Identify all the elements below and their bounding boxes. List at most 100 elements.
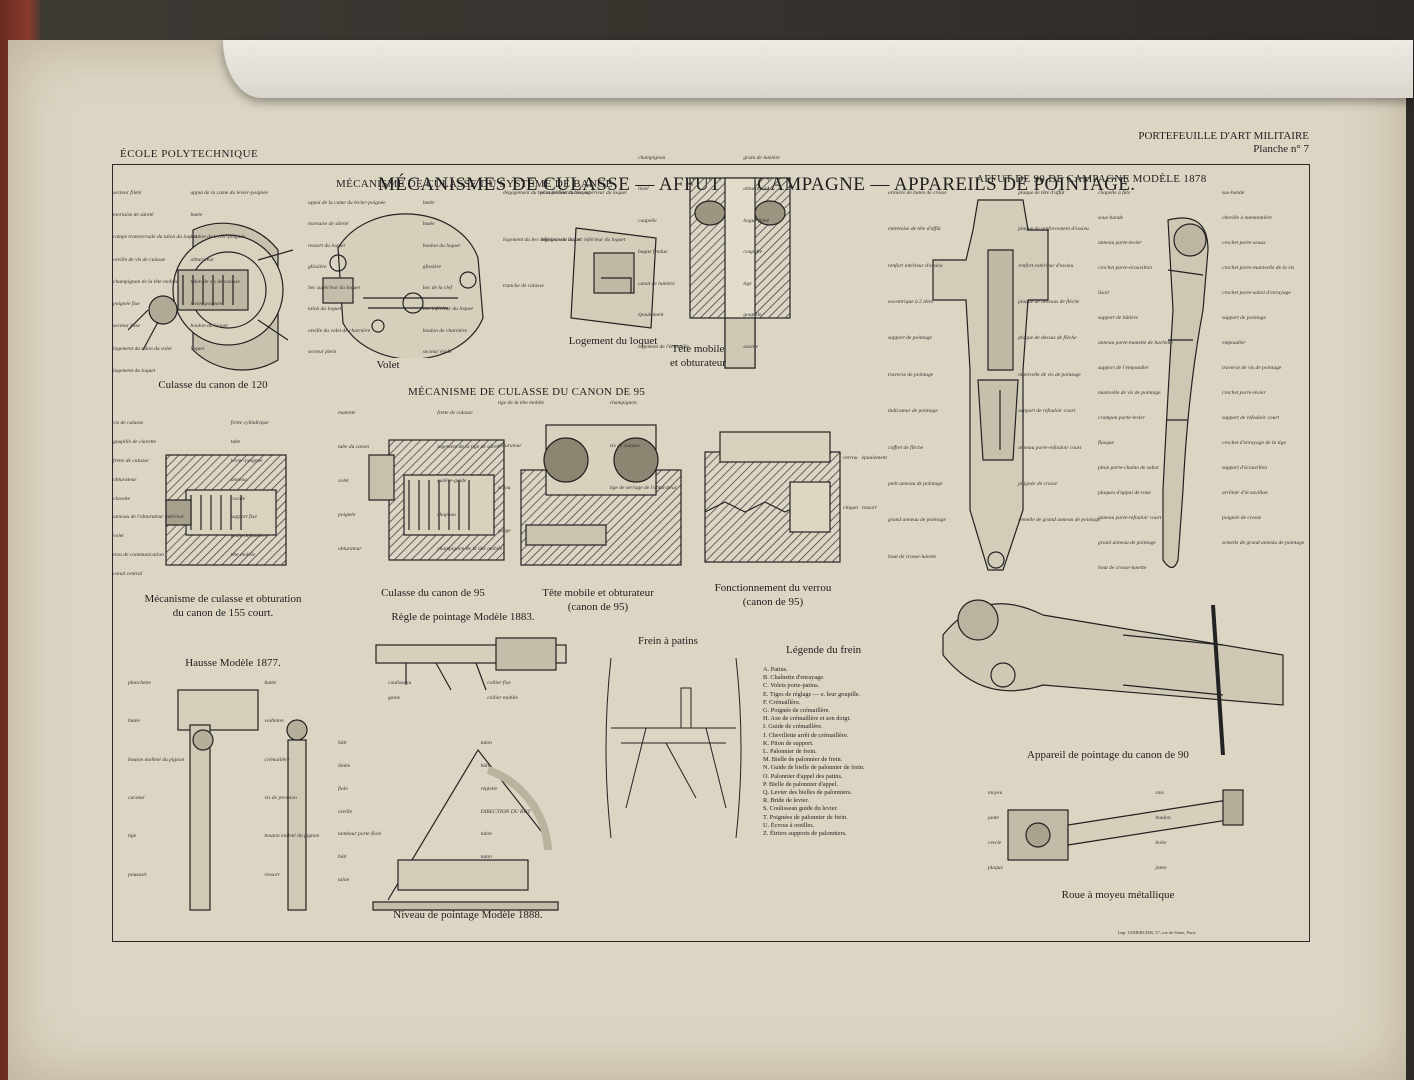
drawing-meca-155	[165, 454, 287, 566]
legend-list: A. Patins. B. Chaînette d'enrayage. C. V…	[763, 666, 943, 838]
caption-verrou: Fonctionnement du verrou (canon de 95)	[714, 582, 832, 608]
callout-label: support de refouloir court	[1222, 415, 1280, 421]
legend-item: I. Guide de crémaillère.	[763, 723, 823, 731]
callout-label: bout de crosse-lunette	[1098, 565, 1147, 571]
callout-label: support de pointage	[888, 335, 932, 342]
callout-label: voilleton	[264, 718, 284, 725]
callout-label: semelle de grand anneau de pointage	[1018, 517, 1101, 524]
callout-label: cheville à mentonnière	[1222, 215, 1272, 221]
callout-label: gaine	[388, 695, 401, 701]
callout-label: canal central	[113, 571, 143, 578]
legend-item: K. Piton de support.	[763, 739, 814, 747]
callout-label: support de refouloir court	[1018, 408, 1076, 415]
callout-label: support fixe	[230, 514, 257, 521]
callout-label: logement du bec inférieur du loquet	[503, 236, 582, 243]
callout-label: arrêtoir d'écouvillon	[1222, 490, 1268, 496]
caption-logement: Logement du loquet	[568, 335, 658, 347]
callout-label: anneau porte-refouloir court	[1018, 444, 1082, 451]
callout-label: gorge	[498, 527, 511, 534]
legend-item: S. Coulisseau guide du levier.	[763, 805, 838, 813]
callout-label: frette de culasse	[113, 457, 149, 464]
portfolio-name: PORTEFEUILLE D'ART MILITAIRE	[1138, 130, 1309, 142]
legend-item: L. Palonnier de frein.	[763, 748, 817, 756]
callout-label: sus-bande	[1222, 190, 1245, 196]
callout-label: DIRECTION DU BUT	[480, 808, 531, 815]
callout-label: poignée fixe	[113, 301, 140, 308]
callout-label: obturateur	[113, 476, 137, 483]
legend-item: O. Palonnier d'appel des patins.	[763, 772, 843, 780]
callout-label: petit anneau de pointage	[888, 480, 943, 487]
callout-label: crochet d'enrayage de la tige	[1222, 440, 1286, 446]
callout-label: champignon de la tête mobile	[113, 278, 179, 285]
callout-label: grand anneau de pointage	[888, 517, 946, 524]
callout-label: plaque de dessous de flèche	[1018, 299, 1080, 306]
callout-label: indicateur de pointage	[888, 408, 938, 415]
folded-page-flap	[223, 40, 1413, 98]
caption-volet: Volet	[376, 359, 400, 371]
callout-label: oreille du volet de charnière	[308, 327, 371, 334]
callout-label: écrou	[498, 485, 511, 491]
callout-label: tige	[743, 280, 752, 287]
callout-label: bec inférieur du loquet	[422, 306, 473, 313]
callout-label: renfort intérieur d'essieu	[888, 262, 943, 269]
callout-label: boulon	[1155, 815, 1171, 821]
drawing-frein-patins	[605, 657, 742, 839]
caption-hausse: Hausse Modèle 1877.	[185, 657, 281, 669]
callout-label: secteur fileté	[113, 190, 142, 196]
legend-item: C. Volets porte-patins.	[763, 682, 820, 690]
callout-label: épaulement	[861, 455, 887, 461]
drawing-volet	[322, 213, 484, 358]
callout-label: piton porte-chaîne de sabot	[1098, 465, 1159, 471]
legend-item: R. Bride de levier.	[763, 797, 809, 805]
callout-label: entretoise de tête d'affût	[888, 226, 941, 233]
callout-label: dégagement du bec inférieur du loquet	[540, 236, 626, 243]
callout-label: listel	[638, 186, 649, 193]
callout-label: mortaise de sûreté	[308, 221, 349, 228]
callout-label: canal de lumière	[638, 280, 675, 287]
callout-label: rampe transversale du talon du loquet	[113, 234, 198, 241]
callout-label: limbe	[338, 762, 351, 769]
callout-label: cocale	[230, 495, 246, 502]
callout-label: tube	[230, 438, 241, 445]
callout-label: jante	[1155, 865, 1167, 871]
callout-label: goupille de clavette	[113, 438, 157, 445]
callout-label: obturateur	[190, 256, 215, 263]
callout-label: cuilère-guide	[437, 478, 467, 484]
callout-label: bague fendue	[638, 249, 668, 256]
printer-imprint: Imp. LEMERCIER, 57, rue de Seine, Paris.	[1118, 930, 1197, 935]
callout-label: champignon	[638, 155, 666, 161]
callout-label: crochet porte-manivelle de la vis	[1222, 265, 1295, 271]
callout-label: crémaillère	[264, 756, 290, 763]
callout-label: volet	[338, 478, 349, 484]
callout-label: goupille	[743, 312, 762, 319]
drawing-roue	[1007, 789, 1244, 861]
callout-label: secteur lisse	[113, 323, 141, 330]
callout-label: obturateur	[498, 442, 522, 449]
plate-frame	[112, 164, 1310, 942]
drawing-verrou	[704, 431, 841, 563]
drawing-regle-pointage	[375, 637, 567, 691]
callout-label: crochet porte-seaux	[1222, 240, 1266, 246]
section-title-affut: AFFUT DE 90 DE CAMPAGNE MODÈLE 1878	[976, 173, 1207, 185]
callout-label: bout de crosse-lunette	[888, 553, 937, 560]
callout-label: plaque de renforcement d'essieu	[1018, 226, 1089, 233]
callout-label: manette	[338, 410, 356, 416]
section-title-canon95: MÉCANISME DE CULASSE DU CANON DE 95	[408, 386, 646, 398]
drawing-affut-plan	[932, 199, 1049, 571]
callout-label: logement du loquet	[113, 367, 156, 374]
callout-label: collier mobile	[487, 695, 518, 701]
callout-label: chapelle à fûts	[1098, 190, 1131, 196]
callout-label: planchette	[128, 680, 151, 686]
callout-label: anneau porte-manette de hachette	[1098, 340, 1173, 346]
caption-niveau: Niveau de pointage Modèle 1888.	[393, 909, 543, 921]
drawing-logement-loquet	[570, 227, 657, 329]
callout-label: talon	[480, 854, 492, 861]
callout-label: armière de butée de crosse	[888, 190, 947, 196]
legend-item: B. Chaînette d'enrayage.	[763, 674, 825, 682]
legend-item: P. Bielle de palonnier d'appel.	[763, 780, 838, 788]
callout-label: moyeu	[988, 790, 1003, 796]
callout-label: boulon du loquet	[422, 242, 460, 249]
callout-label: secteur plein	[308, 348, 337, 355]
callout-label: butée	[264, 680, 277, 686]
plate-page: ÉCOLE POLYTECHNIQUE MÉCANISMES DE CULASS…	[8, 40, 1413, 1080]
